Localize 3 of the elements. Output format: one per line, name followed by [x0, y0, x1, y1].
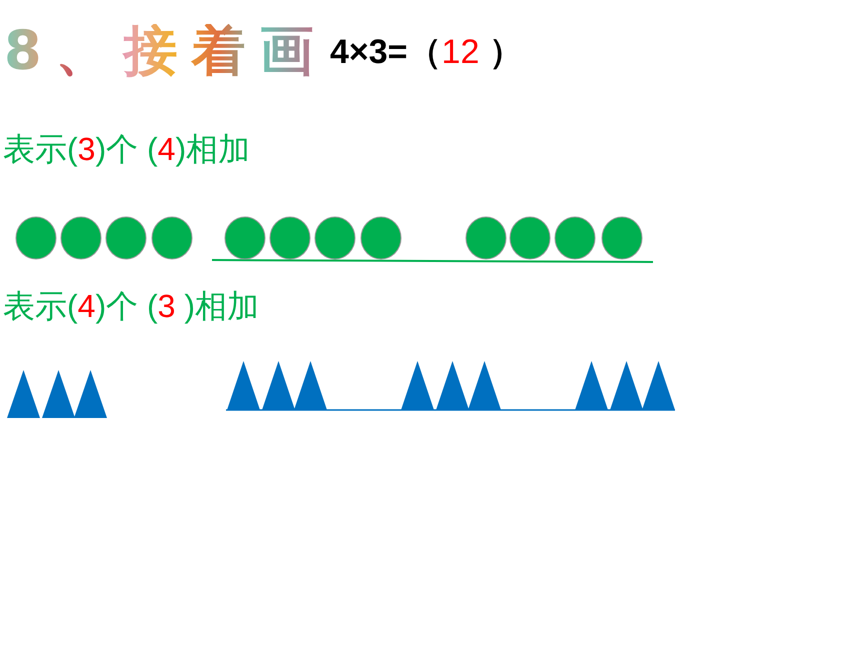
instruction-text: 表示(4)个 (3 )相加 — [3, 290, 259, 322]
instruction-text: 表示(3)个 (4)相加 — [3, 133, 250, 165]
equation: 4×3=（12 ） — [330, 35, 523, 69]
